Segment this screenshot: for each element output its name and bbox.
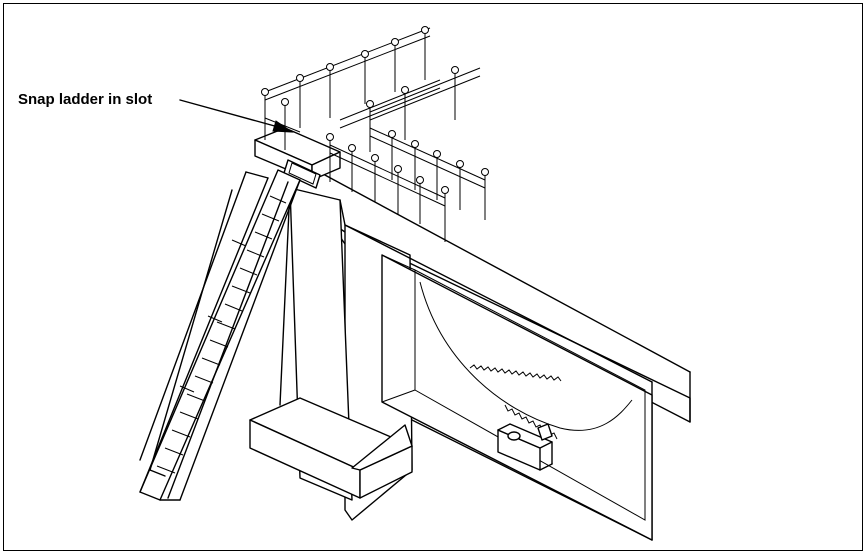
- railing-knobs: [261, 26, 489, 194]
- gear-window: [381, 254, 653, 541]
- platform-slab: [254, 127, 341, 189]
- pedestal: [249, 187, 413, 501]
- ladder-slot: [283, 159, 321, 189]
- callout-label: Snap ladder in slot: [18, 91, 153, 108]
- ladder-rungs: [156, 195, 287, 474]
- ladder: [139, 169, 301, 501]
- callout-leader: [179, 99, 294, 133]
- gear-teeth: [469, 364, 562, 382]
